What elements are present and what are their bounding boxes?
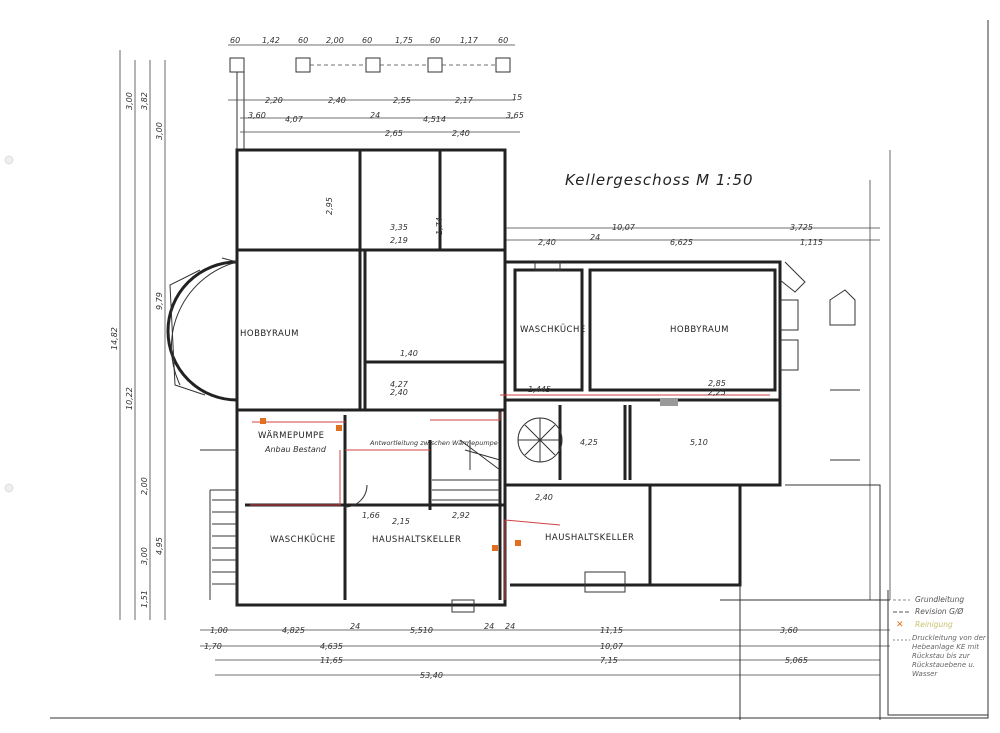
dimension-label: 4,95: [155, 537, 164, 555]
room-label: HAUSHALTSKELLER: [545, 533, 634, 543]
dimension-label: 3,60: [780, 626, 798, 635]
dimension-label: 3,60: [248, 111, 266, 120]
dimension-label: 3,65: [506, 111, 524, 120]
room-label: WASCHKÜCHE: [520, 324, 586, 335]
dimension-label: 4,27: [390, 380, 409, 389]
dimension-label: 3,725: [790, 223, 813, 232]
bottom-dimensions: 1,00 4,825 24 5,510 24 24 11,15 1,70 4,6…: [204, 622, 808, 680]
dimension-label: 2,17: [455, 96, 474, 105]
dimension-label: 14,82: [110, 327, 119, 350]
right-block-walls: [503, 260, 806, 593]
dimension-label: 60: [230, 36, 240, 45]
room-label: WÄRMEPUMPE: [258, 430, 325, 441]
dimension-label: 6,625: [670, 238, 693, 247]
left-dimensions: 3,00 3,82 3,00 9,79 14,82 10,22 2,00 3,0…: [110, 92, 164, 608]
dimension-label: 2,40: [538, 238, 556, 247]
dimension-label: 1,42: [262, 36, 280, 45]
dimension-label: 3,35: [390, 223, 408, 232]
dimension-label: 1,445: [528, 385, 551, 394]
dimension-label: 2,55: [393, 96, 411, 105]
room-label: HAUSHALTSKELLER: [372, 535, 461, 545]
dimension-label: 10,22: [125, 387, 134, 410]
legend-item: Grundleitung: [915, 595, 964, 604]
legend-item: Reinigung: [915, 620, 953, 629]
top-columns: [229, 57, 511, 150]
top-dimensions: 60 1,42 60 2,00 60 1,75 60 1,17 60 2,20 …: [230, 36, 823, 247]
legend-item: Druckleitung von der Hebeanlage KE mit R…: [912, 634, 986, 678]
punch-hole: [4, 483, 14, 493]
dimension-label: 5,065: [785, 656, 808, 665]
room-area: 4,25: [580, 438, 598, 447]
dimension-label: 1,40: [400, 349, 418, 358]
dimension-label: 4,635: [320, 642, 343, 651]
dimension-label: 2,20: [265, 96, 283, 105]
dimension-label: 60: [298, 36, 308, 45]
cleanout-markers: [260, 418, 521, 551]
dimension-label: 3,00: [140, 547, 149, 565]
dimension-label: 10,07: [600, 642, 624, 651]
dimension-label: 2,65: [385, 129, 403, 138]
dimension-lines: [119, 44, 891, 676]
sheet-border: [50, 20, 989, 719]
room-label: WASCHKÜCHE: [270, 534, 336, 545]
dimension-label: 1,115: [800, 238, 823, 247]
dimension-label: 60: [430, 36, 440, 45]
dimension-label: 24: [484, 622, 494, 631]
note: Anbau Bestand: [264, 445, 327, 454]
dimension-label: 24: [590, 233, 600, 242]
dimension-label: 4,514: [423, 115, 446, 124]
dimension-label: 2,40: [452, 129, 470, 138]
dimension-label: 15: [512, 93, 522, 102]
dimension-label: 1,66: [362, 511, 380, 520]
note: Antwortleitung zwischen Wärmepumpe: [369, 439, 498, 447]
dimension-label: 2,40: [390, 388, 408, 397]
dimension-label: 2,40: [328, 96, 346, 105]
dimension-label: 2,15: [392, 517, 410, 526]
dimension-label: 3,00: [125, 92, 134, 110]
dimension-label: 60: [362, 36, 372, 45]
dimension-label: 1,00: [210, 626, 228, 635]
punch-hole: [4, 155, 14, 165]
dimension-label: 2,00: [140, 477, 149, 495]
inner-dimensions: 1,40 2,40 1,66 2,15 2,92 1,445 2,85 2,25…: [325, 197, 726, 526]
dimension-label: 1,17: [460, 36, 479, 45]
dimension-label: 4,07: [285, 115, 304, 124]
dimension-label: 11,65: [320, 656, 343, 665]
dimension-label: 1,51: [140, 590, 149, 608]
legend: Grundleitung Revision G/Ø ✕ Reinigung Dr…: [887, 590, 988, 716]
dimension-label: 24: [505, 622, 515, 631]
dimension-label: 2,00: [326, 36, 344, 45]
dimension-label: 2,95: [325, 197, 334, 215]
drain-pipes: [250, 394, 770, 600]
room-label: HOBBYRAUM: [670, 325, 729, 335]
room-label: HOBBYRAUM: [240, 329, 299, 339]
dimension-label: 10,07: [612, 223, 636, 232]
dimension-label: 1,75: [395, 36, 413, 45]
dimension-label: 4,825: [282, 626, 305, 635]
cleanout-icon: ✕: [896, 620, 904, 630]
right-spiral-staircase: [517, 417, 563, 463]
dimension-label: 2,85: [708, 379, 726, 388]
legend-item: Revision G/Ø: [915, 607, 964, 616]
dimension-label: 53,40: [420, 671, 443, 680]
drawing-title: Kellergeschoss M 1:50: [565, 171, 754, 189]
dimension-label: 9,79: [155, 292, 164, 310]
dimension-label: 1,70: [204, 642, 222, 651]
dimension-label: 60: [498, 36, 508, 45]
dimension-label: 7,15: [600, 656, 618, 665]
dimension-label: 2,92: [452, 511, 470, 520]
left-staircase: [344, 439, 501, 508]
dimension-label: 5,510: [410, 626, 433, 635]
room-area: 5,10: [690, 438, 708, 447]
dimension-label: 2,40: [535, 493, 553, 502]
dimension-label: 3,00: [155, 122, 164, 140]
dimension-label: 11,15: [600, 626, 623, 635]
dimension-label: 2,19: [390, 236, 408, 245]
dimension-label: 3,82: [140, 92, 149, 110]
dimension-label: 1,74: [435, 217, 444, 235]
terrace-outline: [720, 289, 890, 720]
dimension-label: 24: [350, 622, 360, 631]
dimension-label: 2,25: [708, 388, 726, 397]
dimension-label: 24: [370, 111, 380, 120]
